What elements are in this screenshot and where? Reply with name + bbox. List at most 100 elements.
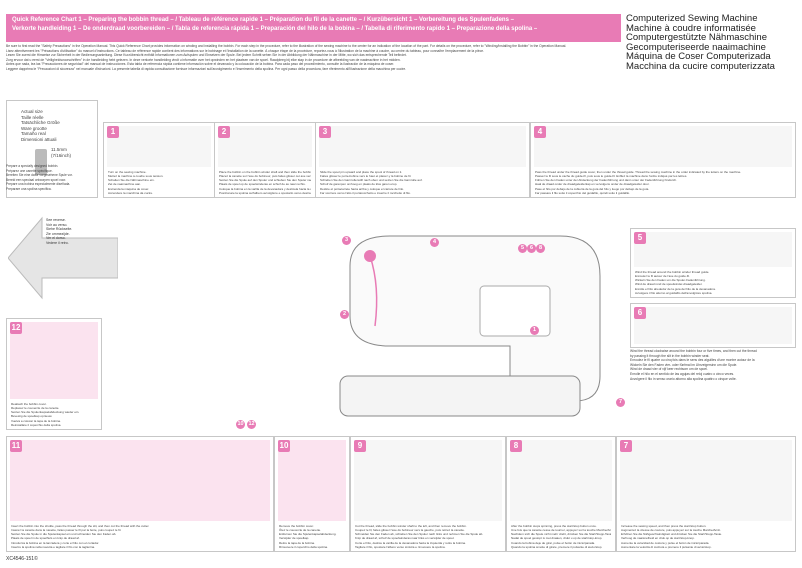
- intro-line: Zorg ervoor dat u eerst de "Veiligheidsv…: [6, 57, 401, 62]
- step-caption: Remove the bobbin cover.Ôtez le couvercl…: [279, 523, 337, 549]
- step-number: 4: [534, 126, 546, 138]
- step-illustration: [634, 232, 792, 267]
- machine-label-1: 1: [530, 326, 539, 335]
- machine-label-10: 10: [236, 420, 245, 429]
- brand-line: Máquina de Coser Computerizada: [626, 51, 771, 63]
- brand-line: Macchina da cucire computerizzata: [626, 60, 775, 72]
- bobbin-caption: Prepare a specially designed bobbin. Pré…: [6, 164, 92, 192]
- intro-line: Be sure to first read the "Safety Precau…: [6, 44, 567, 48]
- step-caption: Turn on the sewing machine.Mettez la mac…: [108, 169, 164, 195]
- caption-line: Preparare una spolina specifica.: [6, 186, 52, 191]
- step-panel-4: 4 Pass the thread under the thread guide…: [530, 122, 796, 198]
- size-label: Tamaño real: [21, 131, 46, 136]
- step-panel-3: 3 Slide the spool pin upward and place t…: [315, 122, 530, 198]
- step-number: 10: [278, 440, 290, 452]
- size-label: Tatsächliche Größe: [21, 120, 60, 125]
- header-line-2: Verkorte handleiding 1 – De onderdraad v…: [12, 26, 538, 32]
- step-panel-11: 11 Insert the bobbin into the shuttle, p…: [6, 436, 274, 552]
- dimension-mm: 11.5mm: [51, 147, 67, 152]
- actual-size-label: Actual size Taille réelle Tatsächliche G…: [21, 109, 60, 142]
- step-illustration: [107, 126, 211, 167]
- step-number: 12: [10, 322, 22, 334]
- machine-label-2: 2: [340, 310, 349, 319]
- intro-text: Be sure to first read the "Safety Precau…: [6, 44, 796, 72]
- step-panel-9: 9 Cut the thread, slide the bobbin winde…: [350, 436, 506, 552]
- step-number: 1: [107, 126, 119, 138]
- step-number: 11: [10, 440, 22, 452]
- step-panel-12: 12 Reattach the bobbin cover.Replacez le…: [6, 318, 102, 430]
- machine-label-4: 4: [430, 238, 439, 247]
- machine-label-5: 5: [518, 244, 527, 253]
- step-panel-5: 5 Wind the thread around the bobbin wind…: [630, 228, 796, 298]
- step-number: 6: [634, 307, 646, 319]
- brand-line: Computergestützte Nähmaschine: [626, 32, 767, 44]
- brand-block: Computerized Sewing Machine Machine à co…: [626, 14, 796, 72]
- step-caption: Pass the thread under the thread guide c…: [535, 169, 742, 195]
- step-panel-1: 1 Turn on the sewing machine.Mettez la m…: [103, 122, 215, 198]
- machine-label-8: 8: [536, 244, 545, 253]
- step-number: 3: [319, 126, 331, 138]
- step-caption: Increase the sewing speed, and then pres…: [621, 523, 723, 549]
- brand-line: Computerized Sewing Machine: [626, 13, 758, 24]
- step-illustration: [218, 126, 312, 167]
- step-caption: After the bobbin stops spinning, press t…: [511, 523, 611, 549]
- step-6-caption: Wind the thread clockwise around the bob…: [630, 349, 757, 381]
- brand-line: Machine à coudre informatisée: [626, 22, 756, 34]
- step-caption: Reattach the bobbin cover.Replacez le co…: [11, 401, 80, 427]
- step-illustration: [534, 126, 792, 167]
- bobbin-dimension: 11.5mm (7/16inch): [51, 147, 71, 158]
- step-panel-2: 2 Place the bobbin on the bobbin winder …: [214, 122, 316, 198]
- caption-line: Préparez une canette spécifique.: [6, 168, 53, 173]
- intro-line: Lesen Sie zuerst die Hinweise zur Sicher…: [6, 53, 407, 58]
- step-number: 5: [634, 232, 646, 244]
- step-caption: Wind the thread around the bobbin winder…: [635, 269, 716, 295]
- step-illustration: [510, 440, 612, 521]
- caption-line: Bereid een speciaal ontworpen spoel voor…: [6, 177, 67, 182]
- arrow-line: Zie ommezijde.: [46, 231, 70, 236]
- bobbin-size-box: Actual size Taille réelle Tatsächliche G…: [6, 100, 98, 198]
- caption-line: Bereiten Sie eine dafür vorgesehene Spul…: [6, 173, 73, 178]
- step-number: 2: [218, 126, 230, 138]
- header-band: Quick Reference Chart 1 – Preparing the …: [6, 14, 621, 42]
- header-line-1: Quick Reference Chart 1 – Preparing the …: [12, 17, 514, 23]
- size-label: Actual size: [21, 109, 43, 114]
- caption-line: Prepare a specially designed bobbin.: [6, 164, 59, 168]
- step-number: 9: [354, 440, 366, 452]
- arrow-line: Vedere il retro.: [46, 240, 69, 245]
- step-panel-6: 6: [630, 303, 796, 348]
- step-number: 8: [510, 440, 522, 452]
- arrow-line: See reverse.: [46, 218, 66, 222]
- intro-line: Leggere dapprima le "Precauzioni di sicu…: [6, 66, 407, 71]
- step-caption: Slide the spool pin upward and place the…: [320, 169, 423, 195]
- step-illustration: [319, 126, 526, 167]
- step-number: 7: [620, 440, 632, 452]
- arrow-line: Siehe Rückseite.: [46, 227, 73, 231]
- machine-label-7: 7: [616, 398, 625, 407]
- step-illustration: [10, 322, 98, 399]
- step-illustration: [354, 440, 502, 521]
- step-caption: Insert the bobbin into the shuttle, pass…: [11, 523, 150, 549]
- arrow-line: Ver el dorso.: [46, 236, 66, 240]
- step-caption: Cut the thread, slide the bobbin winder …: [355, 523, 484, 549]
- step-caption: Place the bobbin on the bobbin winder sh…: [219, 169, 311, 195]
- size-label: Dimensioni attuali: [21, 136, 57, 142]
- machine-label-3: 3: [342, 236, 351, 245]
- step-illustration: [620, 440, 792, 521]
- caption-line: Prepare una bobina especialmente diseñad…: [6, 182, 71, 187]
- intro-line: Lisez attentivement les "Précautions d'u…: [6, 48, 484, 53]
- intro-line: Antes que nada, lea las "Precauciones de…: [6, 62, 395, 67]
- see-reverse-text: See reverse. Voir au verso. Siehe Rückse…: [46, 218, 72, 245]
- size-label: Taille réelle: [21, 114, 44, 120]
- brand-line: Gecomputeriseerde naaimachine: [626, 41, 766, 53]
- step-illustration: [634, 307, 792, 344]
- sewing-machine-illustration: [339, 235, 601, 417]
- see-reverse-arrow-icon: [8, 216, 118, 300]
- step-panel-8: 8 After the bobbin stops spinning, press…: [506, 436, 616, 552]
- size-label: Ware grootte: [21, 125, 47, 131]
- dimension-inch: (7/16inch): [51, 152, 72, 158]
- machine-label-12: 12: [247, 420, 256, 429]
- machine-label-6: 6: [527, 244, 536, 253]
- step-illustration: [10, 440, 270, 521]
- step-panel-10: 10 Remove the bobbin cover.Ôtez le couve…: [274, 436, 350, 552]
- bobbin-icon: [35, 149, 47, 175]
